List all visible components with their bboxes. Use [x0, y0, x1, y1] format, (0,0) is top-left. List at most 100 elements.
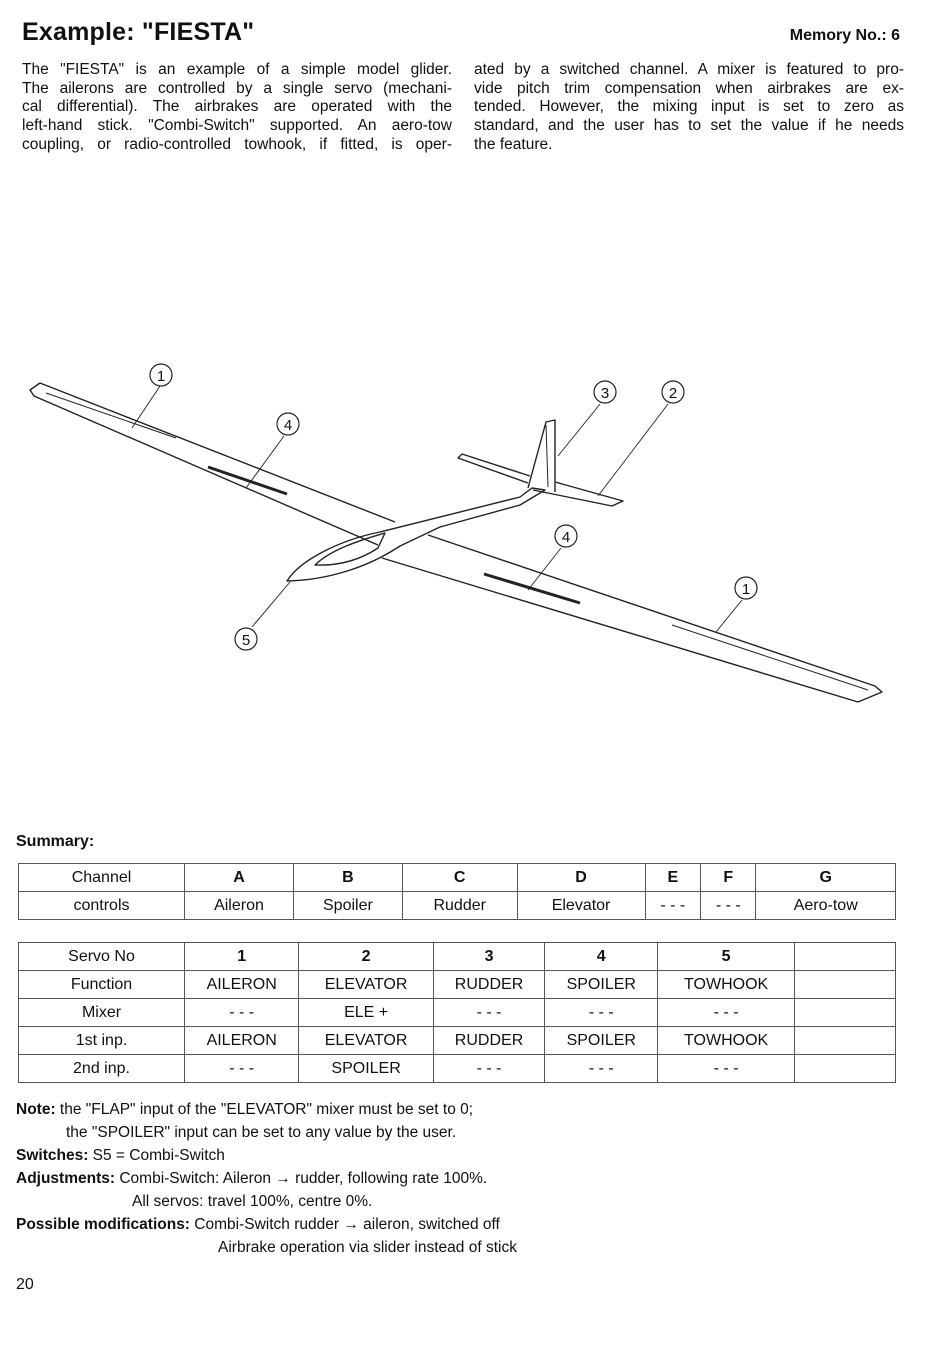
table-cell: ELE +: [298, 998, 434, 1027]
intro-column-left: The "FIESTA" is an example of a simple m…: [22, 61, 452, 155]
summary-heading: Summary:: [16, 833, 95, 850]
callout-3: 3: [593, 380, 617, 404]
table-cell: 1st inp.: [18, 1026, 185, 1055]
left-spoiler: [207, 465, 288, 496]
table-cell: - - -: [544, 998, 659, 1027]
table-cell: Mixer: [18, 998, 185, 1027]
callout-1: 1: [149, 363, 173, 387]
table-row: 1st inp. AILERON ELEVATOR RUDDER SPOILER…: [18, 1026, 896, 1055]
table-cell: G: [755, 863, 896, 892]
adjustments-row: Adjustments: Combi-Switch: Aileron → rud…: [16, 1167, 517, 1190]
intro-line: left-hand stick. "Combi-Switch" supporte…: [22, 117, 452, 135]
table-cell: - - -: [183, 998, 300, 1027]
table-cell: - - -: [644, 891, 702, 920]
table-cell: 2nd inp.: [18, 1054, 185, 1083]
table-cell: Channel: [18, 863, 185, 892]
table-row: Servo No 1 2 3 4 5: [18, 942, 896, 971]
callout-label: 4: [284, 417, 292, 434]
note-text: the "SPOILER" input can be set to any va…: [66, 1124, 457, 1141]
callout-label: 1: [157, 368, 165, 385]
modifications-text: Combi-Switch rudder → aileron, switched …: [194, 1216, 500, 1233]
note-text: the "FLAP" input of the "ELEVATOR" mixer…: [59, 1101, 474, 1118]
table-cell: SPOILER: [544, 970, 659, 999]
intro-line: ated by a switched channel. A mixer is f…: [474, 61, 904, 78]
callout-1: 1: [734, 576, 758, 600]
table-row: Function AILERON ELEVATOR RUDDER SPOILER…: [18, 970, 896, 999]
servo-table: Servo No 1 2 3 4 5 Function AILERON ELEV…: [18, 942, 896, 1083]
table-cell: - - -: [432, 1054, 546, 1083]
table-cell: ELEVATOR: [298, 1026, 434, 1055]
right-spoiler: [483, 572, 581, 605]
table-cell: [794, 942, 896, 971]
page-number: 20: [16, 1276, 34, 1293]
modifications-label: Possible modifications:: [16, 1216, 190, 1233]
table-cell: SPOILER: [544, 1026, 659, 1055]
adjustments-label: Adjustments:: [16, 1170, 116, 1187]
callout-2: 2: [661, 380, 685, 404]
table-cell: 5: [657, 942, 795, 971]
intro-line: tended. However, the mixing input is set…: [474, 98, 904, 116]
adjustments-text: Combi-Switch: Aileron → rudder, followin…: [119, 1170, 488, 1187]
callout-4: 4: [276, 412, 300, 436]
table-cell: 1: [183, 942, 300, 971]
intro-line: standard, and the user has to set the va…: [474, 117, 904, 135]
horizontal-stabiliser: [457, 453, 624, 507]
intro-line: coupling, or radio-controlled towhook, i…: [22, 135, 452, 153]
table-cell: - - -: [544, 1054, 659, 1083]
table-cell: TOWHOOK: [657, 1026, 795, 1055]
table-row: Mixer - - - ELE + - - - - - - - - -: [18, 998, 896, 1027]
modifications-text: Airbrake operation via slider instead of…: [218, 1239, 517, 1256]
callout-label: 3: [601, 385, 609, 402]
table-cell: AILERON: [183, 1026, 300, 1055]
intro-line: The ailerons are controlled by a single …: [22, 79, 452, 97]
table-row: controls Aileron Spoiler Rudder Elevator…: [18, 891, 896, 920]
note-row: the "SPOILER" input can be set to any va…: [16, 1121, 517, 1144]
table-cell: Aero-tow: [755, 891, 896, 920]
callout-5: 5: [234, 627, 258, 651]
table-cell: AILERON: [183, 970, 300, 999]
channel-table: Channel A B C D E F G controls Aileron S…: [18, 863, 896, 920]
memory-number: Memory No.: 6: [789, 27, 900, 44]
table-cell: Rudder: [401, 891, 518, 920]
table-cell: Aileron: [184, 891, 294, 920]
fuselage: [286, 487, 546, 582]
table-cell: [794, 1054, 896, 1083]
table-cell: - - -: [432, 998, 546, 1027]
table-cell: D: [516, 863, 646, 892]
intro-line: vide pitch trim compensation when airbra…: [474, 79, 904, 97]
modifications-row: Possible modifications: Combi-Switch rud…: [16, 1213, 517, 1236]
intro-column-right: ated by a switched channel. A mixer is f…: [474, 61, 904, 155]
switches-row: Switches: S5 = Combi-Switch: [16, 1144, 517, 1167]
switches-text: S5 = Combi-Switch: [92, 1147, 225, 1164]
adjustments-text: All servos: travel 100%, centre 0%.: [132, 1193, 373, 1210]
intro-line: The "FIESTA" is an example of a simple m…: [22, 61, 452, 78]
callout-4: 4: [554, 524, 578, 548]
table-cell: E: [644, 863, 702, 892]
callout-label: 2: [669, 385, 677, 402]
table-cell: - - -: [183, 1054, 300, 1083]
callout-label: 1: [742, 581, 750, 598]
table-cell: - - -: [700, 891, 757, 920]
table-cell: [794, 998, 896, 1027]
table-cell: - - -: [657, 998, 795, 1027]
page-title: Example: "FIESTA": [22, 18, 255, 46]
table-cell: F: [700, 863, 757, 892]
table-cell: TOWHOOK: [657, 970, 795, 999]
table-cell: [794, 970, 896, 999]
table-cell: 3: [432, 942, 546, 971]
table-cell: RUDDER: [432, 970, 546, 999]
table-cell: SPOILER: [298, 1054, 434, 1083]
table-cell: controls: [18, 891, 185, 920]
vertical-fin: [527, 419, 556, 492]
table-cell: 4: [544, 942, 659, 971]
table-cell: - - -: [657, 1054, 795, 1083]
switches-label: Switches:: [16, 1147, 89, 1164]
table-cell: [794, 1026, 896, 1055]
table-cell: B: [292, 863, 403, 892]
table-row: Channel A B C D E F G: [18, 863, 896, 892]
callout-label: 4: [562, 529, 570, 546]
table-cell: 2: [298, 942, 434, 971]
note-row: Note: the "FLAP" input of the "ELEVATOR"…: [16, 1098, 517, 1121]
adjustments-row: All servos: travel 100%, centre 0%.: [16, 1190, 517, 1213]
glider-diagram: 1 4 3 2 4 1 5: [29, 363, 883, 703]
